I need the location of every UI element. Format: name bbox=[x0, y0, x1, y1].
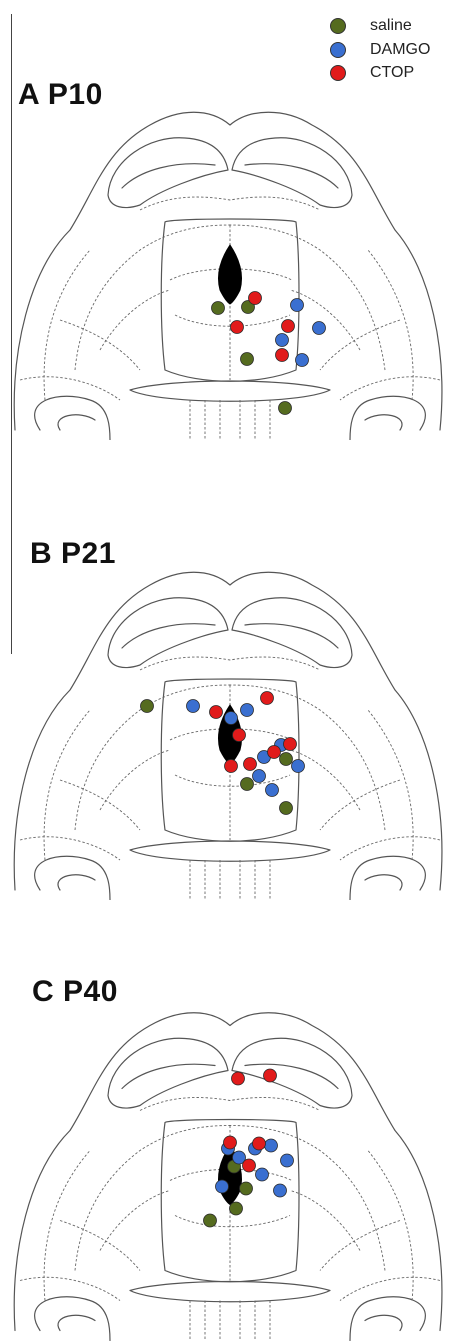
panel-a-site-ctop-8 bbox=[249, 292, 262, 305]
panel-a-brain-section bbox=[0, 100, 457, 440]
panel-a-site-saline-0 bbox=[212, 302, 225, 315]
panel-a-site-damgo-6 bbox=[313, 322, 326, 335]
panel-b-brain-section bbox=[0, 560, 457, 900]
panel-b-site-ctop-15 bbox=[268, 746, 281, 759]
panel-b-site-damgo-9 bbox=[253, 770, 266, 783]
legend-label-damgo: DAMGO bbox=[370, 41, 430, 59]
panel-b-site-damgo-5 bbox=[225, 712, 238, 725]
panel-c-markers bbox=[204, 1069, 294, 1227]
legend-label-saline: saline bbox=[370, 17, 412, 35]
panel-b-site-ctop-12 bbox=[210, 706, 223, 719]
panel-c-site-damgo-8 bbox=[281, 1154, 294, 1167]
panel-b-site-damgo-4 bbox=[187, 700, 200, 713]
panel-a-site-ctop-10 bbox=[282, 320, 295, 333]
panel-a-site-ctop-9 bbox=[231, 321, 244, 334]
panel-b-site-ctop-13 bbox=[261, 692, 274, 705]
legend-marker-ctop bbox=[330, 65, 346, 81]
panel-b-site-ctop-18 bbox=[244, 758, 257, 771]
panel-b-site-damgo-11 bbox=[292, 760, 305, 773]
panel-c-site-ctop-15 bbox=[253, 1137, 266, 1150]
legend-item-ctop: CTOP bbox=[330, 63, 414, 83]
legend-label-ctop: CTOP bbox=[370, 64, 414, 82]
legend-marker-damgo bbox=[330, 42, 346, 58]
panel-b-site-ctop-14 bbox=[233, 729, 246, 742]
panel-c-site-damgo-11 bbox=[274, 1184, 287, 1197]
panel-c-site-damgo-7 bbox=[265, 1139, 278, 1152]
panel-a-site-damgo-7 bbox=[296, 354, 309, 367]
panel-a-site-saline-2 bbox=[241, 353, 254, 366]
legend-item-damgo: DAMGO bbox=[330, 40, 430, 60]
panel-a-site-ctop-11 bbox=[276, 349, 289, 362]
panel-c-brain-section bbox=[0, 1000, 457, 1341]
panel-b-site-saline-1 bbox=[280, 753, 293, 766]
panel-c-site-saline-1 bbox=[240, 1182, 253, 1195]
panel-c-site-saline-2 bbox=[230, 1202, 243, 1215]
panel-c-site-ctop-13 bbox=[264, 1069, 277, 1082]
panel-c-site-saline-3 bbox=[204, 1214, 217, 1227]
panel-b-site-saline-0 bbox=[141, 700, 154, 713]
panel-c-site-ctop-12 bbox=[232, 1072, 245, 1085]
panel-b-site-damgo-10 bbox=[266, 784, 279, 797]
panel-c-site-ctop-16 bbox=[243, 1159, 256, 1172]
panel-c-site-damgo-10 bbox=[256, 1168, 269, 1181]
panel-b-site-saline-2 bbox=[241, 778, 254, 791]
panel-a-site-damgo-5 bbox=[276, 334, 289, 347]
legend-item-saline: saline bbox=[330, 16, 412, 36]
panel-b-site-ctop-17 bbox=[225, 760, 238, 773]
panel-b-site-saline-3 bbox=[280, 802, 293, 815]
panel-a-site-damgo-4 bbox=[291, 299, 304, 312]
panel-b-site-ctop-16 bbox=[284, 738, 297, 751]
panel-a-site-saline-3 bbox=[279, 402, 292, 415]
panel-c-site-ctop-14 bbox=[224, 1136, 237, 1149]
panel-b-site-damgo-6 bbox=[241, 704, 254, 717]
panel-c-site-damgo-9 bbox=[216, 1180, 229, 1193]
legend-marker-saline bbox=[330, 18, 346, 34]
